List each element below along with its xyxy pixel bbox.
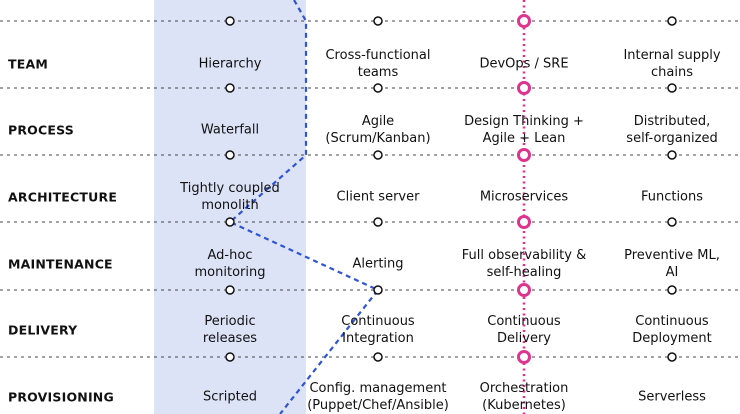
cell-provisioning-3: Orchestration (Kubernetes) (479, 381, 569, 413)
cell-delivery-2: Continuous Integration (341, 314, 415, 346)
node (373, 217, 383, 227)
target-node (517, 283, 531, 297)
node (225, 352, 235, 362)
node (667, 217, 677, 227)
node (667, 16, 677, 26)
cell-process-2: Agile (Scrum/Kanban) (325, 114, 431, 146)
target-node (517, 14, 531, 28)
cell-team-3: DevOps / SRE (479, 56, 569, 72)
cell-delivery-1: Periodic releases (202, 314, 258, 346)
row-label-delivery: DELIVERY (8, 322, 78, 338)
cell-maintenance-4: Preventive ML, AI (624, 248, 720, 280)
row-label-provisioning: PROVISIONING (8, 389, 114, 405)
cell-architecture-3: Microservices (479, 189, 569, 205)
cell-team-2: Cross-functional teams (325, 48, 431, 80)
cell-maintenance-2: Alerting (352, 256, 404, 272)
cell-maintenance-1: Ad-hoc monitoring (194, 248, 266, 280)
node (667, 83, 677, 93)
cell-maintenance-3: Full observability & self-healing (461, 248, 587, 280)
row-label-maintenance: MAINTENANCE (8, 256, 113, 272)
row-label-team: TEAM (8, 56, 48, 72)
node (225, 150, 235, 160)
highlight-column (154, 0, 306, 414)
node (225, 217, 235, 227)
node (373, 16, 383, 26)
cell-provisioning-4: Serverless (638, 389, 706, 405)
node (667, 352, 677, 362)
target-node (517, 148, 531, 162)
target-node (517, 215, 531, 229)
node (373, 352, 383, 362)
cell-provisioning-2: Config. management (Puppet/Chef/Ansible) (307, 381, 449, 413)
cell-architecture-1: Tightly coupled monolith (180, 181, 280, 213)
current-state-path (228, 0, 380, 414)
node (225, 16, 235, 26)
target-node (517, 350, 531, 364)
cell-architecture-4: Functions (640, 189, 704, 205)
node (667, 150, 677, 160)
node (667, 285, 677, 295)
row-label-architecture: ARCHITECTURE (8, 189, 118, 205)
cell-provisioning-1: Scripted (203, 389, 257, 405)
cell-team-4: Internal supply chains (623, 48, 721, 80)
node (373, 150, 383, 160)
target-node (517, 81, 531, 95)
cell-architecture-2: Client server (336, 189, 420, 205)
cell-delivery-3: Continuous Delivery (487, 314, 561, 346)
node (373, 83, 383, 93)
cell-process-1: Waterfall (200, 122, 260, 138)
cell-process-4: Distributed, self-organized (626, 114, 718, 146)
row-label-process: PROCESS (8, 122, 74, 138)
cell-process-3: Design Thinking + Agile + Lean (464, 114, 584, 146)
node (225, 285, 235, 295)
node (373, 285, 383, 295)
cell-delivery-4: Continuous Deployment (632, 314, 712, 346)
node (225, 83, 235, 93)
cell-team-1: Hierarchy (198, 56, 262, 72)
